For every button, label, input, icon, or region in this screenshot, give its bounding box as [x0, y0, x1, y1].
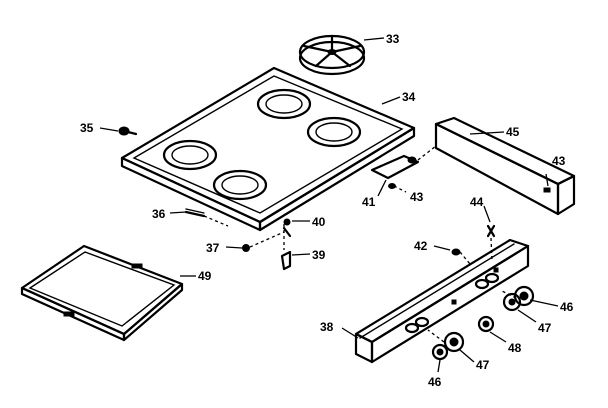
- callout-35: 35: [80, 121, 94, 135]
- callout-34: 34: [402, 90, 416, 104]
- callout-36: 36: [152, 207, 166, 221]
- screw-35: [118, 126, 138, 136]
- clip-40: [282, 218, 292, 238]
- callout-38: 38: [320, 320, 334, 334]
- callout-42: 42: [414, 239, 428, 253]
- callout-41: 41: [362, 195, 376, 209]
- control-panel: [354, 238, 530, 364]
- burner-opening-back-left: [256, 88, 312, 120]
- callout-43-lower: 43: [410, 190, 424, 204]
- burner-grate: [298, 34, 366, 76]
- burner-opening-front-left: [162, 139, 218, 171]
- drip-tray: [20, 244, 184, 342]
- knob-46-lower: [431, 343, 449, 361]
- leader-lines: [99, 37, 559, 373]
- mounting-bracket-41: [370, 154, 420, 180]
- callout-37: 37: [206, 241, 220, 255]
- screw-43-lower: [388, 183, 396, 189]
- burner-opening-front-right: [212, 169, 268, 201]
- knob-hole-1: [404, 316, 430, 334]
- callout-47-lower: 47: [476, 358, 490, 372]
- screw-42: [451, 248, 461, 256]
- bracket-39: [280, 250, 292, 271]
- callout-43-upper: 43: [552, 154, 566, 168]
- clip-44: [486, 224, 496, 238]
- burner-opening-back-right: [306, 116, 362, 148]
- callout-48: 48: [508, 341, 522, 355]
- callout-49: 49: [198, 269, 212, 283]
- screw-37: [242, 244, 250, 252]
- callout-47-upper: 47: [538, 321, 552, 335]
- callout-40: 40: [312, 215, 326, 229]
- callout-labels: 33 34 35 36 37 40 39 45 43 41 43 44 42 4…: [80, 32, 574, 389]
- knob-47-lower: [443, 331, 465, 353]
- cooktop: [120, 66, 416, 232]
- rear-panel-bracket: [434, 116, 576, 216]
- knob-46-upper: [513, 285, 535, 307]
- knob-hole-2: [474, 272, 500, 290]
- knob-48: [477, 315, 495, 333]
- callout-46-upper: 46: [560, 300, 574, 314]
- clip-36: [184, 208, 206, 218]
- knob-47-upper: [502, 292, 522, 312]
- callout-46-lower: 46: [428, 375, 442, 389]
- callout-45: 45: [506, 125, 520, 139]
- callout-33: 33: [386, 32, 400, 46]
- callout-39: 39: [312, 248, 326, 262]
- callout-44: 44: [470, 195, 484, 209]
